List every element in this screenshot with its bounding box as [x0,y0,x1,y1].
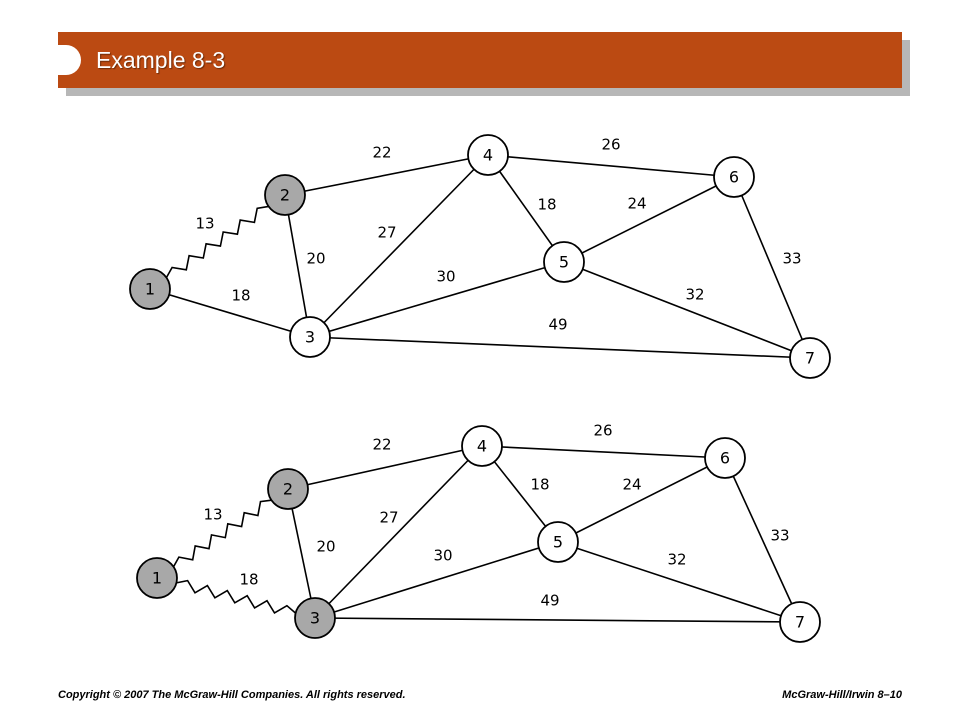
node-1 [136,557,178,599]
network-graph-bottom: 13 18 20 22 27 30 49 18 26 24 32 33 1 2 3 4 5 6 7 [136,422,821,643]
node-label-5: 5 [553,533,563,552]
selected-edge-1-2 [165,205,269,278]
node-6 [704,437,746,479]
edge-weight-4-6: 26 [593,422,612,440]
edge-weight-3-7: 49 [540,592,559,610]
node-label-5: 5 [559,253,569,272]
edge-weight-2-4: 22 [372,436,391,454]
edge-4-5 [487,154,565,263]
node-5 [537,521,579,563]
slide-title: Example 8-3 [96,47,226,73]
node-3 [294,597,336,639]
edge-weight-1-2: 13 [195,215,214,233]
node-label-6: 6 [729,168,739,187]
edge-weight-3-7: 49 [548,316,567,334]
page-reference: McGraw-Hill/Irwin 8–10 [782,689,902,701]
node-label-6: 6 [720,449,730,468]
edge-5-7 [563,261,811,359]
edge-3-4 [309,154,489,338]
selected-edge-1-3 [176,579,297,614]
node-label-1: 1 [145,280,155,299]
edge-weight-3-5: 30 [436,268,455,286]
node-3 [289,316,331,358]
node-4 [461,425,503,467]
edge-weight-5-6: 24 [622,476,641,494]
node-1 [129,268,171,310]
edge-2-4 [287,445,483,490]
edge-weight-4-6: 26 [601,136,620,154]
edge-weight-6-7: 33 [770,527,789,545]
edge-3-7 [314,617,801,623]
edge-weight-2-3: 20 [316,538,335,556]
node-label-3: 3 [305,328,315,347]
edge-weight-3-5: 30 [433,547,452,565]
node-label-3: 3 [310,609,320,628]
edge-weight-1-3: 18 [239,571,258,589]
copyright-notice: Copyright © 2007 The McGraw-Hill Compani… [58,689,406,701]
node-4 [467,134,509,176]
edge-2-3 [287,488,316,619]
edge-weight-4-5: 18 [537,196,556,214]
edge-3-4 [314,445,483,619]
edge-3-7 [309,336,811,359]
edge-weight-4-5: 18 [530,476,549,494]
edge-1-3 [149,288,311,338]
edge-weight-1-3: 18 [231,287,250,305]
selected-edge-1-2 [172,499,272,568]
edge-4-6 [487,154,735,178]
edge-6-7 [733,176,811,359]
node-label-4: 4 [477,437,487,456]
edge-weight-2-3: 20 [306,250,325,268]
node-6 [713,156,755,198]
edge-5-7 [557,541,801,623]
edge-6-7 [724,457,801,623]
node-7 [779,601,821,643]
edge-4-6 [481,445,726,459]
edge-3-5 [309,261,565,338]
node-2 [267,468,309,510]
node-5 [543,241,585,283]
edge-weight-1-2: 13 [203,506,222,524]
node-label-4: 4 [483,146,493,165]
node-label-2: 2 [280,186,290,205]
edge-weight-5-7: 32 [667,551,686,569]
edge-weight-6-7: 33 [782,250,801,268]
edge-2-4 [284,154,489,196]
edge-weight-5-6: 24 [627,195,646,213]
title-banner [58,32,902,88]
node-label-7: 7 [795,613,805,632]
network-graph-top: 13 18 20 22 27 30 49 18 26 24 32 33 1 2 3 4 5 6 7 [129,134,831,379]
edge-weight-5-7: 32 [685,286,704,304]
node-label-2: 2 [283,480,293,499]
node-label-7: 7 [805,349,815,368]
node-7 [789,337,831,379]
edge-weight-2-4: 22 [372,144,391,162]
node-2 [264,174,306,216]
edge-weight-3-4: 27 [377,224,396,242]
edge-5-6 [557,457,726,543]
edge-3-5 [314,541,559,619]
edge-5-6 [563,176,735,263]
edge-weight-3-4: 27 [379,509,398,527]
edge-2-3 [284,194,311,338]
title-banner-tab [58,45,81,75]
node-label-1: 1 [152,569,162,588]
